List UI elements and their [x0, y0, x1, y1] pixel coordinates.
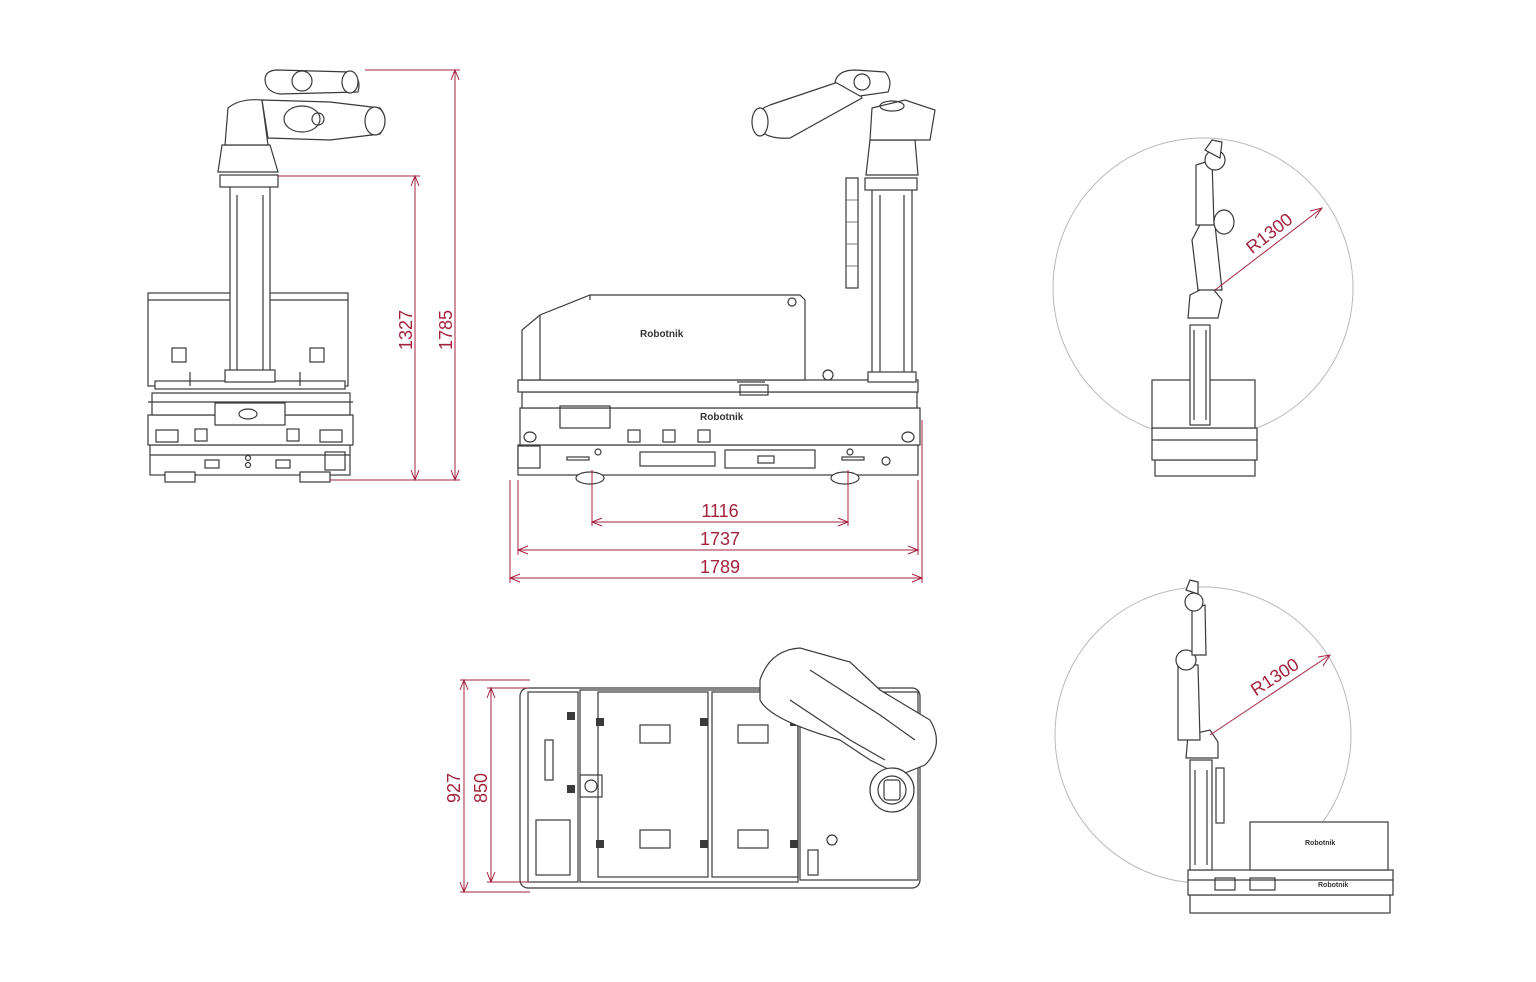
front-dimensions: 1327 1785: [278, 68, 460, 482]
front-view: [147, 69, 386, 483]
reach-view-upper: [1052, 137, 1354, 477]
dim-length-total: 1789: [700, 557, 740, 577]
dim-radius-lower: R1300: [1247, 654, 1302, 700]
side-dimensions: 1116 1737 1789: [508, 420, 924, 583]
reach-dim-lower: R1300: [1209, 654, 1332, 736]
reach-view-lower: Robotnik Robotnik: [1054, 579, 1394, 914]
dim-length-body: 1737: [700, 529, 740, 549]
dim-width-total: 927: [444, 773, 464, 803]
side-chassis-logo: Robotnik: [700, 412, 744, 423]
lower-body-logo: Robotnik: [1305, 840, 1335, 847]
dim-width-body: 850: [471, 773, 491, 803]
dim-wheelbase: 1116: [701, 501, 738, 521]
lower-chassis-logo: Robotnik: [1318, 882, 1348, 889]
dim-height-total: 1785: [436, 310, 456, 350]
side-body-logo: Robotnik: [640, 329, 684, 340]
dim-height-mast: 1327: [396, 310, 416, 350]
top-dimensions: 927 850: [444, 678, 530, 894]
top-view: [519, 647, 937, 889]
side-view: Robotnik Robotnik: [517, 69, 936, 485]
